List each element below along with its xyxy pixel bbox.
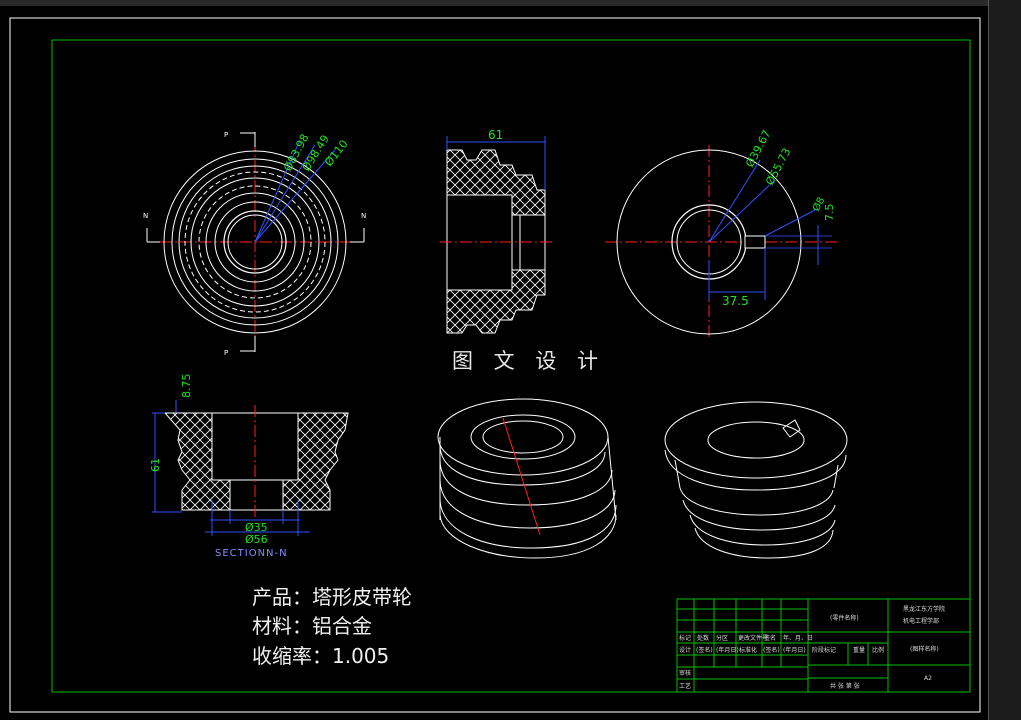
dim-front-offset: 37.5 — [722, 294, 749, 308]
dim-front-key-width: Ø8 — [810, 195, 827, 213]
dim-front-key-depth: 7.5 — [823, 204, 836, 222]
tb-sheet-size: A2 — [924, 675, 932, 682]
window-top-edge — [0, 0, 1021, 6]
tb-weight: 重量 — [853, 646, 865, 654]
tb-part-name: (零件名称) — [830, 614, 859, 622]
tb-row2-design: 设计 — [679, 646, 691, 654]
tb-row1-sign: 签名 — [764, 634, 776, 642]
section-view: 8.75 61 Ø35 Ø56 SECTIONN-N — [149, 374, 349, 559]
watermark-text: 图 文 设 计 — [452, 349, 606, 373]
section-mark-n-left: N — [143, 212, 148, 220]
front-view: Ø39.67 Ø55.73 Ø8 7.5 37.5 — [605, 128, 838, 340]
section-mark-n-right: N — [361, 212, 366, 220]
tb-sheet-info: 共 张 第 张 — [830, 682, 860, 690]
dim-section-bore: Ø35 — [245, 521, 268, 534]
section-label: SECTIONN-N — [215, 548, 288, 559]
isometric-view-right — [664, 401, 848, 559]
note-material: 材料：铝合金 — [252, 614, 372, 638]
top-view: P P N N Ø83.98 Ø98.49 Ø110 — [143, 131, 366, 357]
tb-row1-date: 年、月、日 — [783, 634, 813, 642]
sheet-outer-border — [9, 17, 981, 713]
tb-row2-sign2: (签名) — [763, 646, 780, 654]
drawing-frame — [51, 39, 971, 693]
tb-row1-change: 更改文件号 — [738, 634, 768, 642]
tb-drawing-name: (图样名称) — [910, 645, 939, 653]
isometric-view-left — [437, 398, 617, 559]
tb-school-line2: 机电工程学部 — [903, 617, 939, 625]
tb-row2-date: (年月日) — [716, 646, 739, 654]
viewport-scrollbar[interactable] — [988, 0, 1021, 720]
tb-process: 工艺 — [679, 682, 691, 690]
tb-row1-mark: 标记 — [679, 634, 691, 642]
tb-row2-sign: (签名) — [696, 646, 713, 654]
tb-school-line1: 黑龙江东方学院 — [903, 605, 945, 613]
dim-side-width: 61 — [488, 128, 503, 142]
tb-row1-zone: 分区 — [716, 634, 728, 642]
tb-scale: 比例 — [872, 646, 884, 654]
section-mark-p-top: P — [224, 131, 228, 139]
title-block-text: (零件名称) 黑龙江东方学院 机电工程学部 (图样名称) A2 共 张 第 张 … — [679, 605, 945, 690]
tb-row2-date2: (年月日) — [783, 646, 806, 654]
title-block — [676, 598, 971, 693]
note-product: 产品：塔形皮带轮 — [252, 585, 412, 609]
side-view: 61 — [440, 128, 555, 334]
dim-section-chamfer: 8.75 — [180, 374, 193, 399]
tb-stage-mark: 阶段标记 — [812, 646, 836, 654]
tb-row2-std: 标准化 — [739, 646, 757, 654]
tb-audit: 审核 — [679, 669, 691, 677]
dim-section-height: 61 — [149, 458, 162, 472]
tb-row1-count: 处数 — [697, 634, 709, 642]
note-shrinkage: 收缩率：1.005 — [252, 644, 390, 668]
dim-section-outer: Ø56 — [245, 533, 268, 546]
section-mark-p-bottom: P — [224, 349, 228, 357]
